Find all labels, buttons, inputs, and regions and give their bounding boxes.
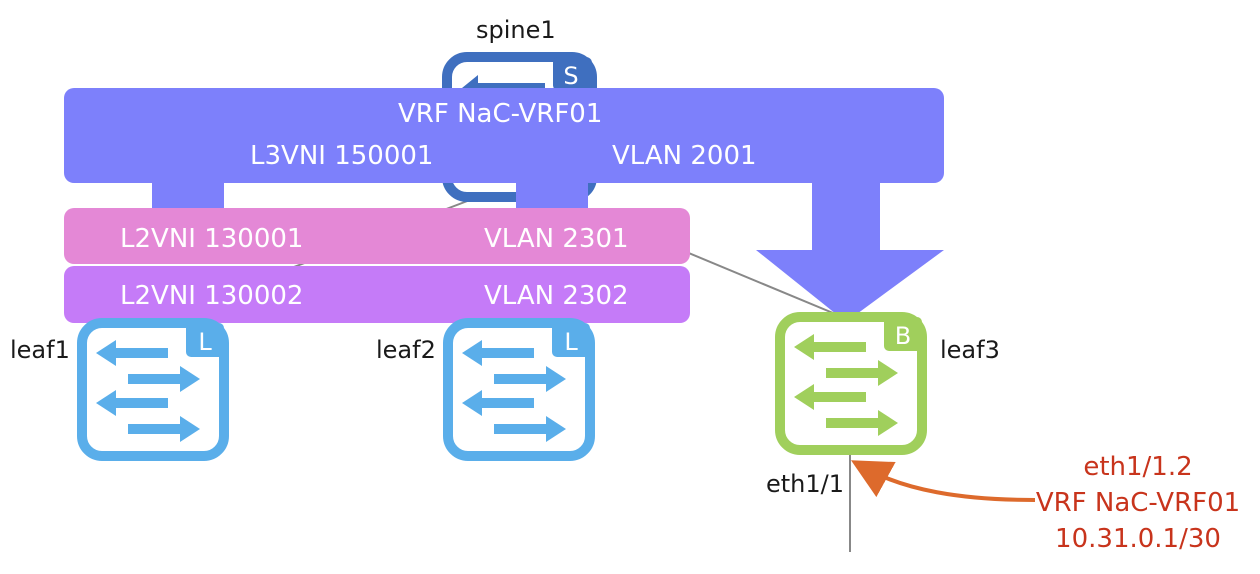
l2vni-2-vlan-label: VLAN 2302 [484,281,629,311]
leaf2-switch-icon[interactable]: L [443,318,595,461]
arrow-right-icon [128,366,200,392]
l2vni-1-label: L2VNI 130001 [120,224,304,254]
leaf2-label: leaf2 [376,336,436,364]
subif-ip-label: 10.31.0.1/30 [1055,524,1221,554]
leaf1-switch-icon[interactable]: L [77,318,229,461]
leaf3-badge: B [895,322,911,350]
l2vni-2-label: L2VNI 130002 [120,281,304,311]
vrf-title: VRF NaC-VRF01 [398,99,603,129]
arrow-left-icon [794,384,866,410]
leaf1-badge: L [198,328,212,356]
arrow-left-icon [462,340,534,366]
l3vni-label: L3VNI 150001 [250,141,434,171]
spine1-badge: S [563,62,578,90]
arrow-left-icon [462,390,534,416]
arrow-left-icon [794,334,866,360]
subif-label: eth1/1.2 [1083,452,1193,482]
leaf3-label: leaf3 [940,336,1000,364]
arrow-left-icon [96,340,168,366]
l2vni-1-vlan-label: VLAN 2301 [484,224,629,254]
interface-callout: eth1/1.2 VRF NaC-VRF01 10.31.0.1/30 [1028,452,1248,560]
l2vni-band-1 [64,208,690,264]
callout-arrow [850,460,1036,502]
vrf-arrow-to-leaf3 [756,180,944,322]
spine1-label: spine1 [476,16,556,44]
arrow-right-icon [494,416,566,442]
arrow-right-icon [128,416,200,442]
l2vni-band-2 [64,266,690,323]
subif-vrf-label: VRF NaC-VRF01 [1035,488,1241,518]
leaf2-badge: L [564,328,578,356]
arrow-right-icon [826,410,898,436]
arrow-right-icon [826,360,898,386]
vrf-vlan-label: VLAN 2001 [612,141,757,171]
arrow-right-icon [494,366,566,392]
leaf1-label: leaf1 [10,336,70,364]
arrow-left-icon [96,390,168,416]
leaf3-switch-icon[interactable]: B [775,312,927,455]
eth-port-label: eth1/1 [766,470,845,498]
